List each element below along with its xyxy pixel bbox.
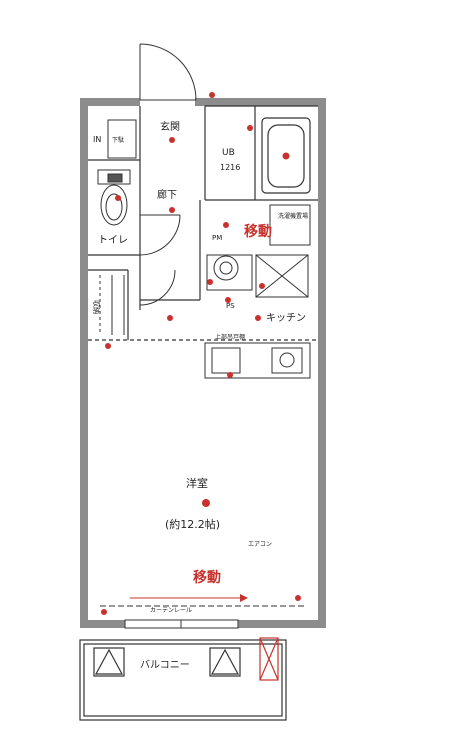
washing-machine-area	[255, 204, 311, 298]
label-ac: エアコン	[248, 541, 272, 548]
label-kitchen-shelf: 上部吊戸棚	[215, 333, 245, 341]
toilet-fixture	[97, 169, 131, 226]
bathtub	[261, 117, 311, 194]
washbasin	[206, 254, 253, 291]
label-in: IN	[93, 135, 101, 144]
label-storage: 収納	[92, 300, 101, 314]
label-ps: PS	[226, 302, 235, 310]
room-western-size: (約12.2帖)	[165, 517, 220, 531]
room-balcony: バルコニー	[140, 659, 190, 671]
room-kitchen: キッチン	[266, 312, 306, 324]
label-curtain-rail: カーテンレール	[150, 607, 192, 614]
sliding-window	[124, 619, 239, 629]
electrical-markers	[101, 92, 301, 615]
label-pm: PM	[212, 234, 222, 242]
label-wm: 洗濯機置場	[278, 212, 308, 220]
move-annotation-bottom: 移動	[193, 569, 221, 586]
kitchen-counter	[204, 342, 311, 379]
label-shoe-box: 下駄	[112, 136, 124, 144]
curtain-rail	[100, 594, 305, 607]
move-annotation-top: 移動	[244, 223, 272, 240]
storage-closet	[99, 275, 125, 335]
room-entrance: 玄関	[160, 120, 180, 133]
room-hall: 廊下	[157, 188, 177, 201]
outer-walls	[80, 96, 326, 628]
room-western: 洋室	[186, 476, 208, 490]
room-bath: UB	[222, 148, 235, 158]
balcony	[79, 637, 287, 721]
hall-doors	[139, 214, 181, 306]
interior-walls	[88, 105, 318, 341]
entrance-door	[139, 43, 197, 101]
room-bath-size: 1216	[220, 163, 240, 172]
shoe-box	[107, 119, 137, 159]
room-toilet: トイレ	[98, 235, 128, 246]
